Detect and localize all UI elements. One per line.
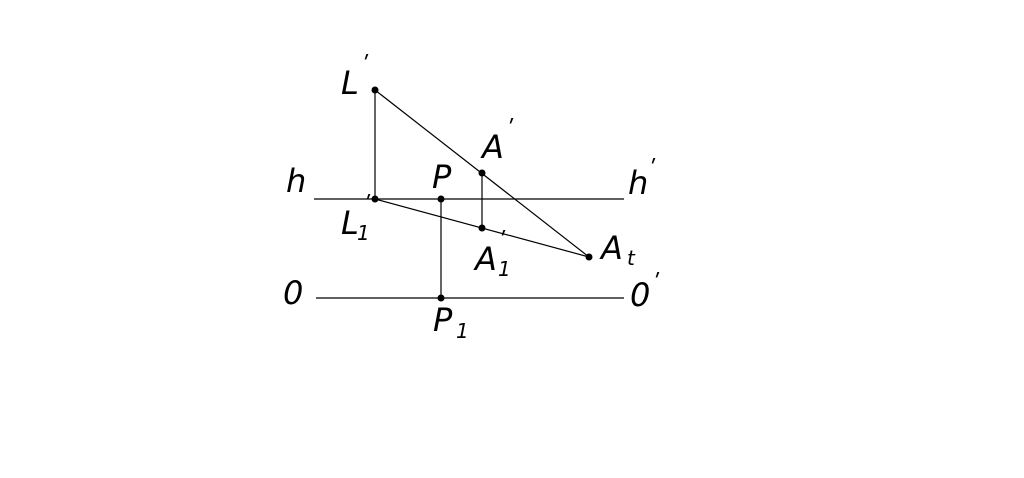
label-zero-prime-mark: ʹ (652, 271, 660, 296)
label-A1-subscript: 1 (498, 257, 511, 281)
point-A-prime (478, 169, 486, 177)
label-A1-prime: A (473, 240, 497, 278)
label-L1-subscript: 1 (357, 221, 370, 245)
label-A-prime-mark: ʹ (506, 117, 514, 142)
label-zero: 0 (283, 274, 303, 312)
label-h-prime-mark: ʹ (648, 157, 656, 182)
label-At: A (599, 229, 623, 267)
label-At-subscript: t (627, 246, 636, 270)
label-L1-prime-mark: ʹ (363, 193, 371, 218)
label-zero-prime: 0 (630, 276, 650, 314)
point-P1 (437, 294, 445, 302)
label-h: h (286, 162, 306, 200)
label-A-prime: A (480, 128, 504, 166)
point-P (437, 195, 445, 203)
label-L-prime: L (341, 64, 359, 102)
label-P: P (432, 158, 452, 196)
label-L-prime-mark: ʹ (361, 53, 369, 78)
label-P1-subscript: 1 (456, 319, 469, 343)
point-L-prime (371, 86, 379, 94)
point-At (585, 253, 593, 261)
label-A1-prime-mark: ʹ (498, 229, 506, 254)
label-L1: L (341, 204, 359, 242)
label-P1: P (433, 301, 453, 339)
label-h-prime: h (628, 164, 648, 202)
point-A1-prime (478, 224, 486, 232)
point-L1 (371, 195, 379, 203)
